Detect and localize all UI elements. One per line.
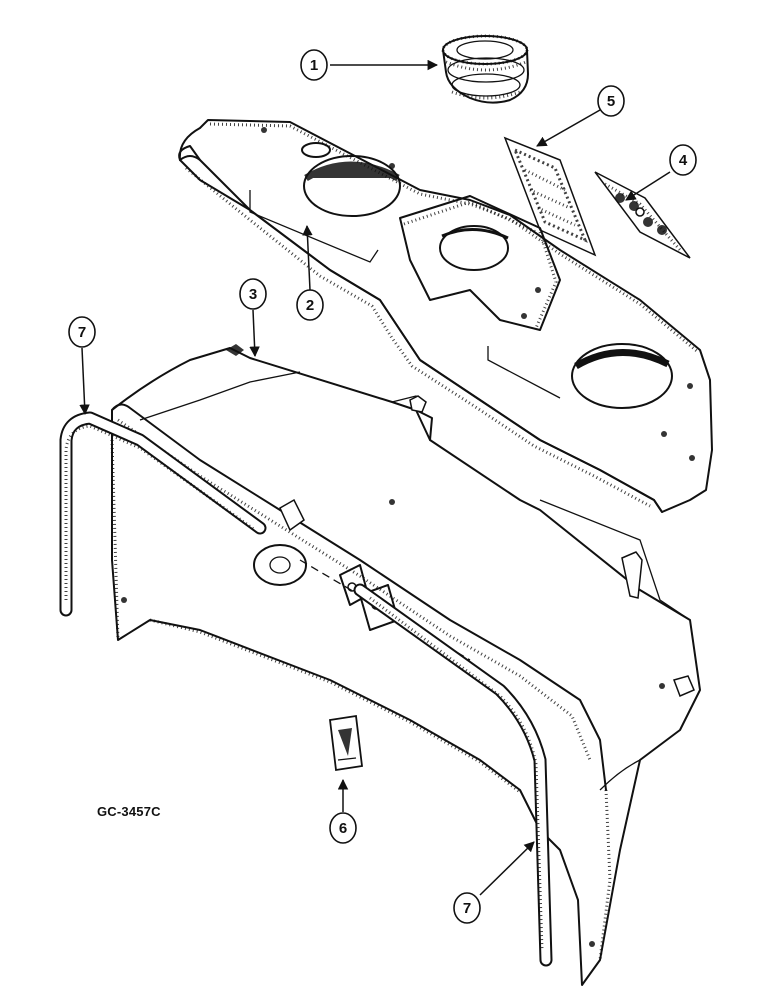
callout-1-label: 1 [310,57,318,74]
support-rail-part [59,411,553,967]
callout-3: 3 [239,278,267,310]
callouts: 1 2 3 4 5 6 7 7 [68,49,697,924]
callout-3-label: 3 [249,286,257,303]
callout-2-label: 2 [306,297,314,314]
callout-5: 5 [597,85,625,117]
cowl-part [110,344,701,986]
callout-4-label: 4 [679,152,688,169]
grommet-part [441,34,529,104]
decal-part-4 [594,171,691,259]
callout-5-label: 5 [607,93,615,110]
callout-1: 1 [300,49,328,81]
callout-2: 2 [296,289,324,321]
callout-7-lower-label: 7 [463,900,471,917]
callout-6-label: 6 [339,820,347,837]
callout-4: 4 [669,144,697,176]
leader-lines [79,59,671,896]
callout-6: 6 [329,812,357,844]
decal-part-6 [329,714,363,772]
instrument-panel-part [178,119,713,513]
figure-code: GC-3457C [97,804,161,819]
callout-7-lower: 7 [453,892,481,924]
decal-part-5 [503,136,597,257]
callout-7-upper-label: 7 [78,324,86,341]
callout-7-upper: 7 [68,316,96,348]
